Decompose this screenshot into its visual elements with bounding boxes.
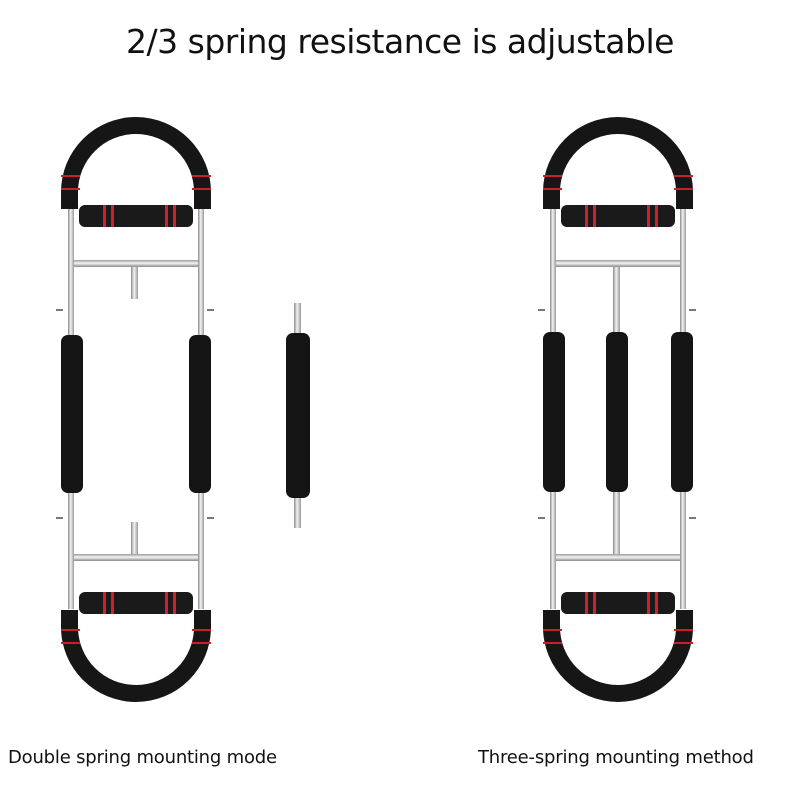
top-d-handle [61,117,211,209]
left-spring [543,332,565,492]
handle-band [674,629,693,631]
bottom-grip-bar [561,592,675,614]
handle-band [543,629,562,631]
bottom-crossbar [74,554,198,561]
page-title: 2/3 spring resistance is adjustable [126,22,674,61]
top-crossbar [556,260,680,267]
double-spring-device-image [56,117,214,702]
top-grip-bar [79,205,193,227]
handle-band [61,642,80,644]
handle-band [543,642,562,644]
right-spring [671,332,693,492]
three-spring-device-image [538,117,696,702]
top-grip-bar [561,205,675,227]
handle-band [192,188,211,190]
spring-foam [286,333,310,498]
handle-band [61,175,80,177]
bottom-stem [131,522,138,554]
center-spring [606,332,628,492]
top-stem [131,267,138,299]
bottom-crossbar [556,554,680,561]
handle-band [674,175,693,177]
bottom-d-handle [61,610,211,702]
handle-band [192,642,211,644]
handle-band [192,175,211,177]
handle-band [543,175,562,177]
top-crossbar [74,260,198,267]
handle-band [192,629,211,631]
three-spring-caption: Three-spring mounting method [478,747,754,768]
bottom-d-handle [543,610,693,702]
handle-band [61,188,80,190]
handle-band [61,629,80,631]
loose-spring-image [285,303,311,528]
top-d-handle [543,117,693,209]
handle-band [674,642,693,644]
bottom-grip-bar [79,592,193,614]
handle-band [674,188,693,190]
double-spring-caption: Double spring mounting mode [8,747,277,768]
right-spring [189,335,211,493]
handle-band [543,188,562,190]
left-spring [61,335,83,493]
